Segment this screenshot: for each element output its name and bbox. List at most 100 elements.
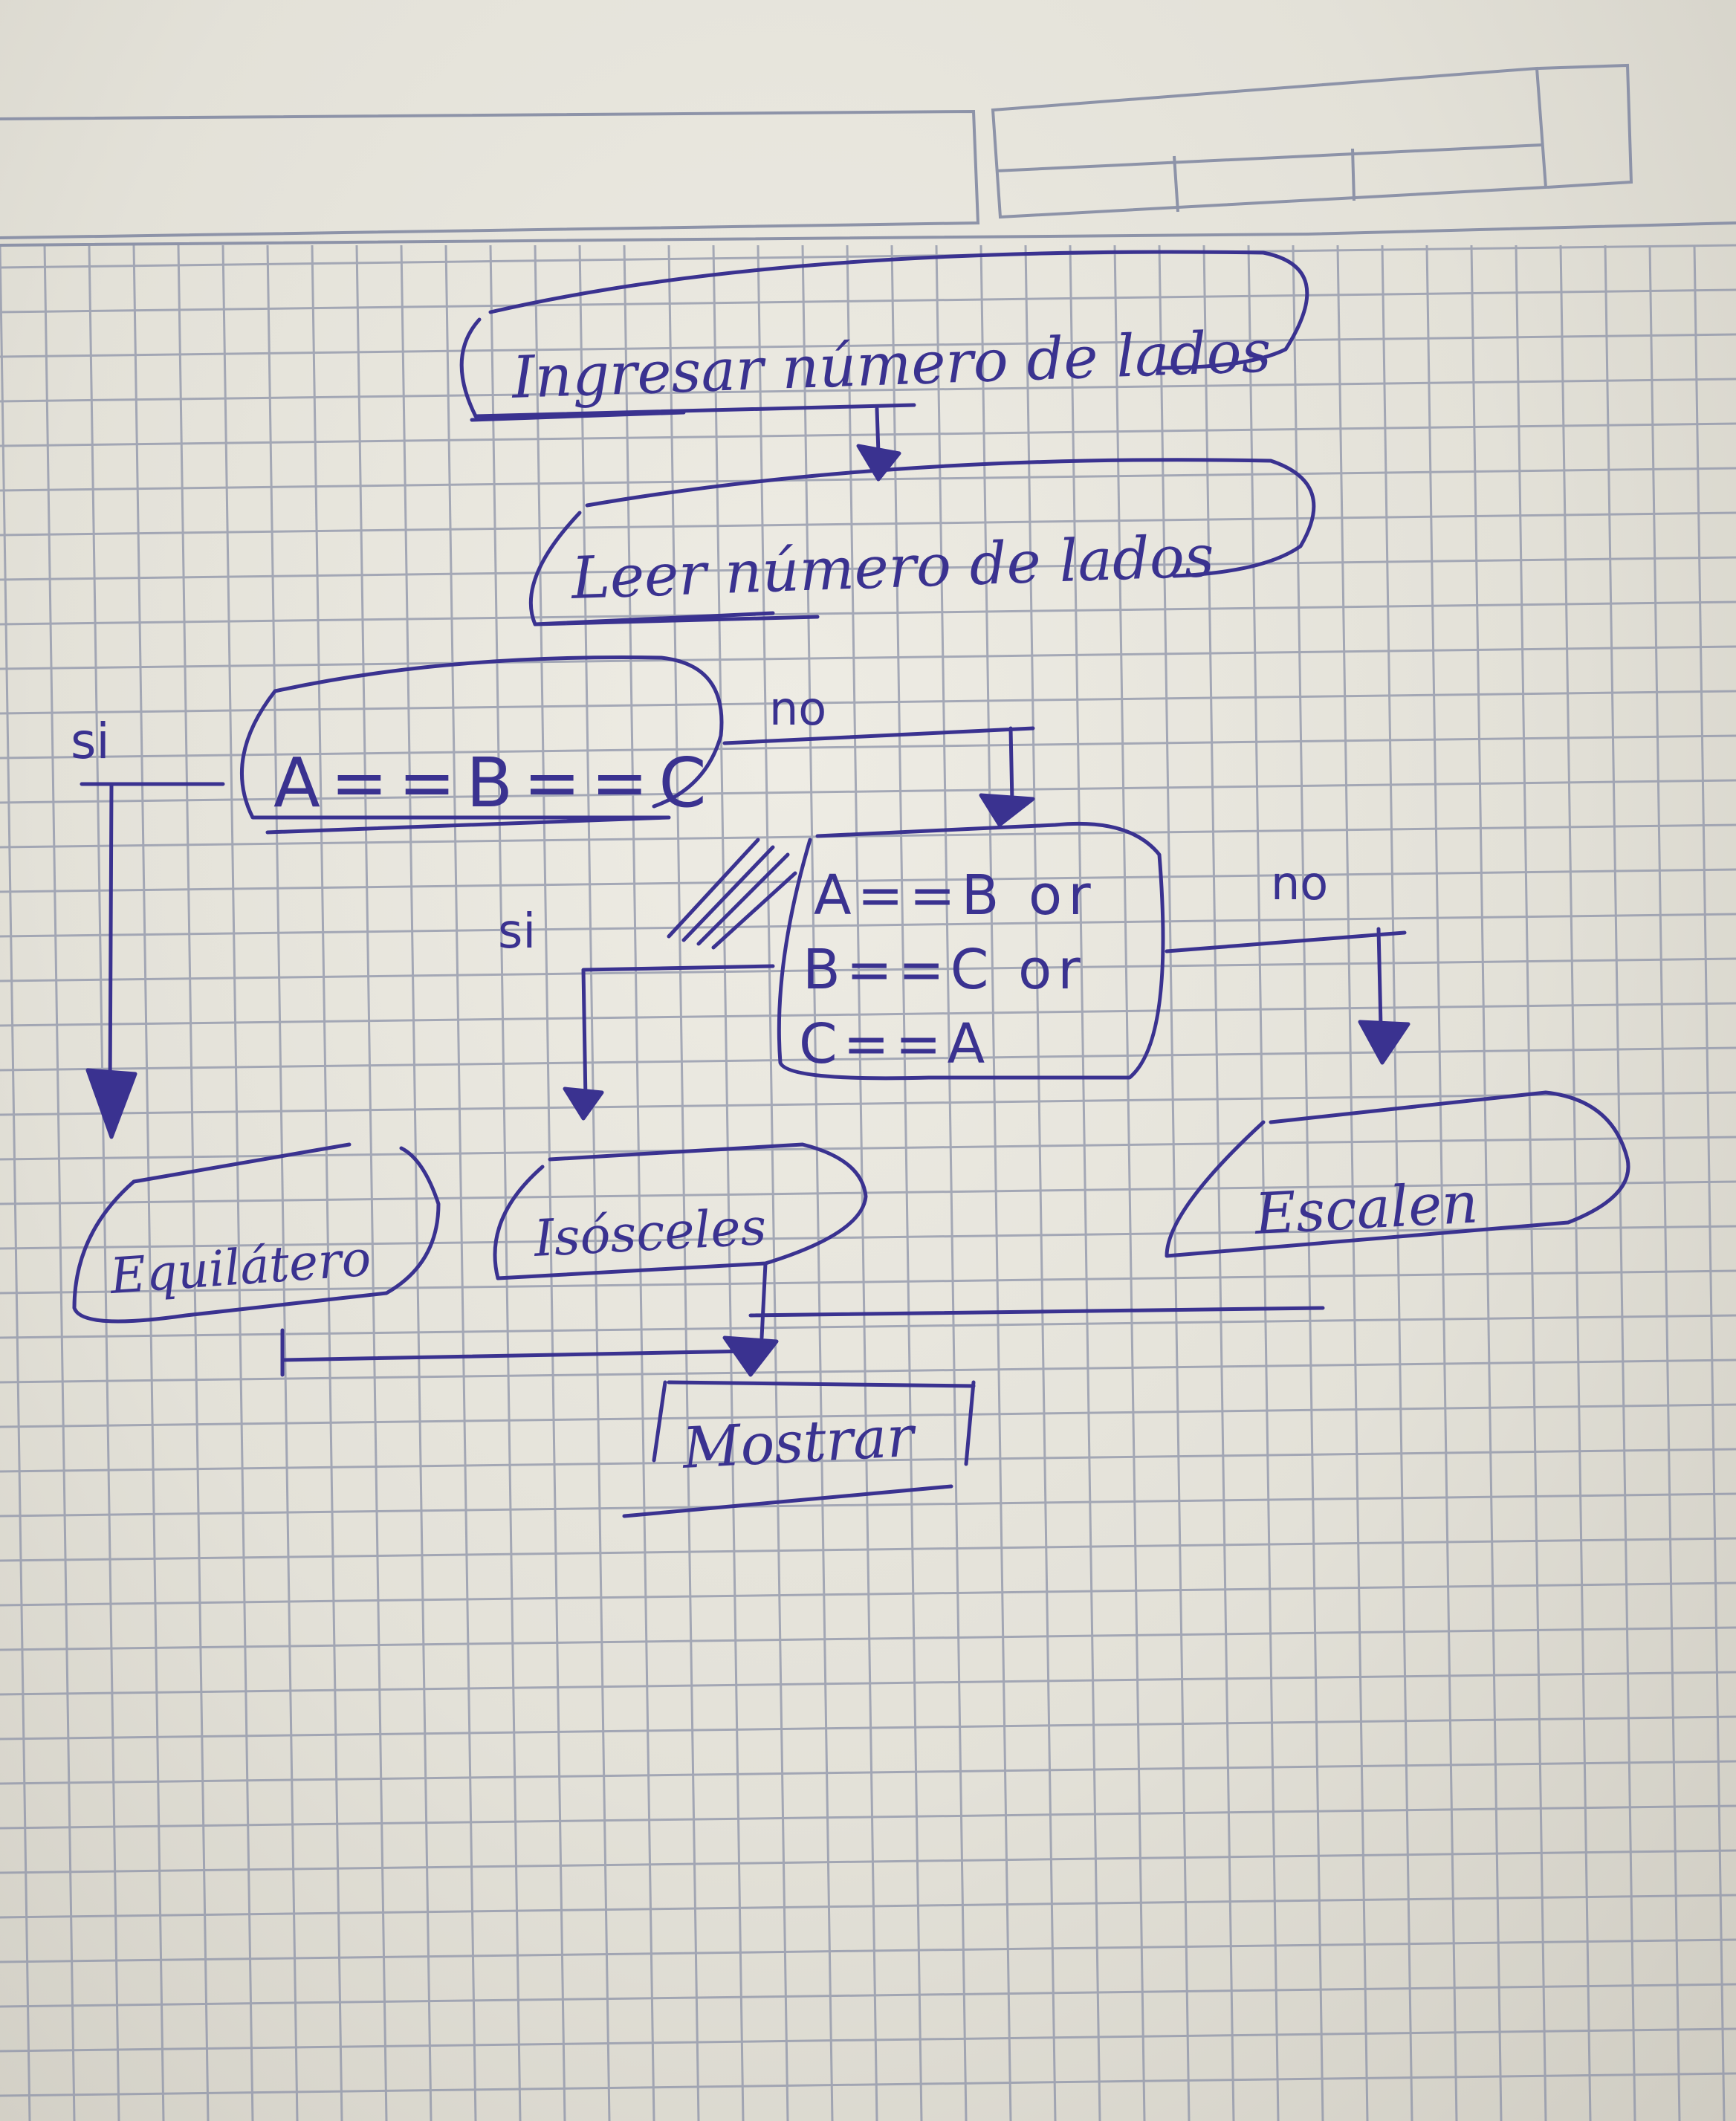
yes-label-1: si (71, 713, 110, 770)
grid-line-vertical (1069, 245, 1101, 2121)
grid-line-vertical (0, 245, 31, 2121)
grid-line-vertical (177, 245, 210, 2121)
yes-branch-2 (581, 964, 775, 1102)
decision-2-line-2: B==C or (803, 938, 1086, 1002)
hatch-marks (667, 838, 797, 950)
grid-line-horizontal (0, 1359, 1736, 1384)
node-isosceles-label: Isósceles (531, 1198, 768, 1269)
grid-line-horizontal (0, 1403, 1736, 1428)
grid-line-vertical (935, 245, 968, 2121)
grid-line-horizontal (0, 1448, 1736, 1473)
scalene-terminal-shape (1165, 1090, 1630, 1258)
grid-line-horizontal (0, 779, 1736, 804)
grid-line-horizontal (0, 556, 1736, 581)
input-underline (473, 403, 916, 418)
yes-branch-1 (80, 782, 225, 1095)
grid-line-horizontal (0, 1136, 1736, 1161)
grid-line-horizontal (0, 378, 1736, 403)
grid-line-horizontal (0, 1849, 1736, 1874)
node-read-label: Leer número de lados (569, 523, 1216, 612)
grid-line-horizontal (0, 1626, 1736, 1651)
merge-line-left (280, 1328, 753, 1377)
grid-line-vertical (221, 245, 254, 2121)
grid-line-vertical (1113, 245, 1146, 2121)
node-scalene-label: Escalen (1251, 1169, 1480, 1247)
arrow-head-1 (856, 444, 901, 482)
grid-line-horizontal (0, 467, 1736, 492)
grid-line-vertical (534, 245, 566, 2121)
merge-line-right (748, 1261, 1325, 1340)
read-terminal-shape (528, 458, 1316, 626)
arrow-head-equilateral (85, 1068, 137, 1139)
grid-line-horizontal (0, 288, 1736, 314)
grid-line-horizontal (0, 868, 1736, 893)
grid-line-vertical (355, 245, 388, 2121)
grid-line-vertical (489, 245, 522, 2121)
grid-line-horizontal (0, 1715, 1736, 1740)
grid-line-horizontal (0, 333, 1736, 358)
grid-line-vertical (311, 245, 343, 2121)
grid-line-vertical (43, 245, 76, 2121)
isosceles-terminal-shape (493, 1142, 868, 1280)
grid-line-horizontal (0, 422, 1736, 447)
decision-2-line-3: C==A (799, 1012, 991, 1076)
grid-line-horizontal (0, 1983, 1736, 2008)
grid-line-horizontal (0, 823, 1736, 849)
grid-line-vertical (400, 245, 433, 2121)
grid-line-vertical (757, 245, 789, 2121)
grid-line-vertical (132, 245, 165, 2121)
grid-line-horizontal (0, 1581, 1736, 1607)
grid-line-vertical (1024, 245, 1057, 2121)
grid-line-horizontal (0, 957, 1736, 982)
grid-line-horizontal (0, 1046, 1736, 1072)
grid-line-horizontal (0, 1804, 1736, 1830)
grid-line-vertical (979, 245, 1012, 2121)
grid-line-vertical (1425, 245, 1458, 2121)
decision-1-shape (239, 655, 724, 835)
node-output-label: Mostrar (679, 1403, 919, 1482)
grid-line-vertical (667, 245, 700, 2121)
arrow-head-output (722, 1335, 779, 1377)
no-label-2: no (1271, 856, 1328, 910)
grid-line-horizontal (0, 1269, 1736, 1295)
decision-2-line-1: A==B or (814, 864, 1097, 927)
yes-label-2: si (498, 904, 536, 959)
arrow-head-decision-2 (979, 793, 1035, 827)
grid-line-vertical (1381, 245, 1413, 2121)
grid-line-horizontal (0, 2072, 1736, 2097)
no-branch-1 (722, 726, 1035, 805)
grid-line-horizontal (0, 690, 1736, 715)
grid-line-vertical (1158, 245, 1191, 2121)
grid-line-horizontal (0, 244, 1736, 269)
grid-line-horizontal (0, 1760, 1736, 1785)
grid-line-horizontal (0, 511, 1736, 537)
decision-1-label: A==B==C (273, 743, 717, 823)
grid-paper (0, 244, 1736, 2121)
grid-line-vertical (801, 245, 834, 2121)
node-input-label: Ingresar número de lados (510, 318, 1272, 412)
grid-line-vertical (1336, 245, 1369, 2121)
grid-line-vertical (1247, 245, 1280, 2121)
arrow-head-scalene (1358, 1020, 1410, 1065)
flowchart-ink (72, 250, 1630, 1518)
grid-line-vertical (1202, 245, 1235, 2121)
grid-line-horizontal (0, 1314, 1736, 1339)
grid-line-horizontal (0, 2027, 1736, 2053)
grid-line-vertical (623, 245, 655, 2121)
grid-line-vertical (712, 245, 745, 2121)
input-terminal-shape (459, 250, 1309, 422)
grid-line-horizontal (0, 1671, 1736, 1696)
grid-line-vertical (266, 245, 299, 2121)
grid-line-vertical (890, 245, 923, 2121)
grid-line-horizontal (0, 1894, 1736, 1919)
grid-line-horizontal (0, 1225, 1736, 1250)
no-branch-2 (1165, 927, 1407, 1028)
grid-line-horizontal (0, 734, 1736, 760)
arrow-head-isosceles (563, 1087, 604, 1121)
grid-line-vertical (578, 245, 611, 2121)
output-shape (622, 1380, 976, 1518)
flowchart-labels: Ingresar número de lados Leer número de … (71, 318, 1480, 1481)
no-label-1: no (769, 681, 826, 736)
